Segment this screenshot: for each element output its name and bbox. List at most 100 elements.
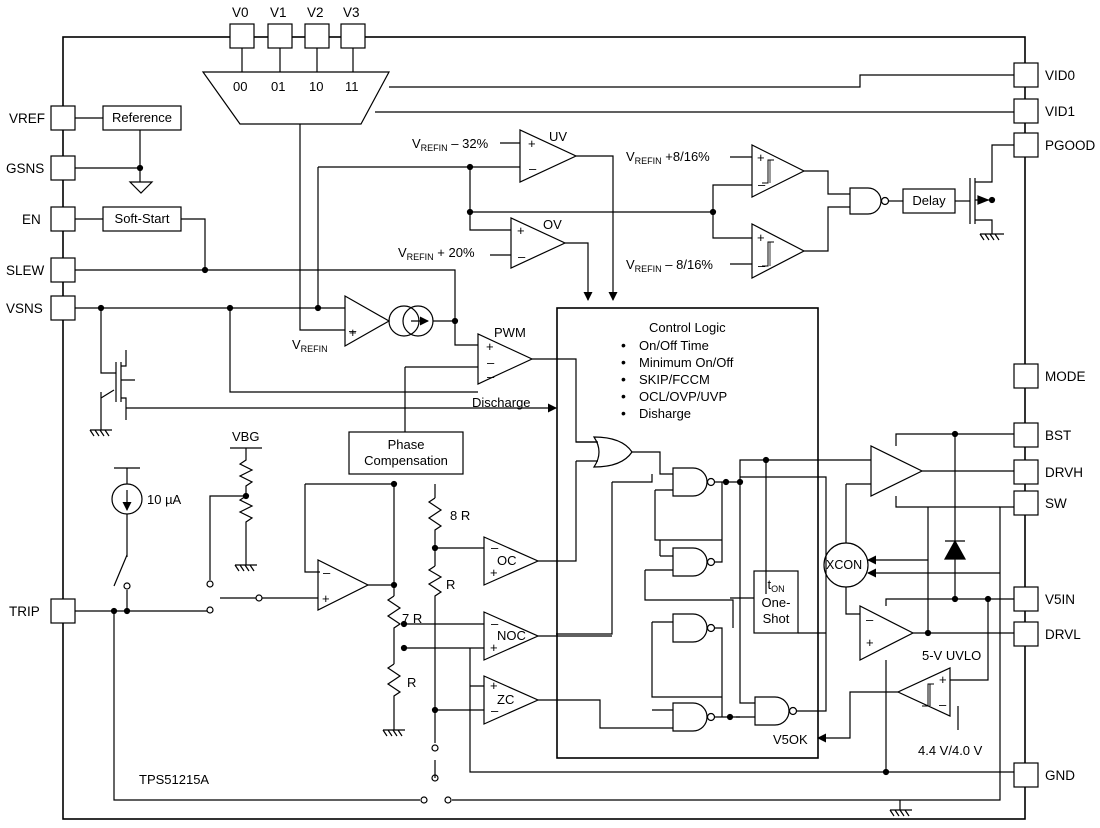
vrefin-v: V bbox=[292, 337, 301, 352]
pin-gsns-box bbox=[50, 155, 76, 181]
pin-slew-box bbox=[50, 257, 76, 283]
pg-hi-plus: + bbox=[757, 150, 765, 165]
pg-lo-minus: – bbox=[758, 258, 766, 273]
pin-bst-label: BST bbox=[1045, 428, 1072, 443]
pin-bst-box bbox=[1013, 422, 1039, 448]
noc-comparator bbox=[483, 611, 540, 661]
vrefin-sub: REFIN bbox=[634, 264, 662, 274]
ton-line1: tON bbox=[767, 577, 784, 595]
noc-plus: + bbox=[490, 640, 498, 655]
pin-pgood-label: PGOOD bbox=[1045, 138, 1096, 153]
zc-comparator bbox=[483, 675, 540, 725]
resistor-7r-label: 7 R bbox=[402, 611, 423, 626]
vrefin-v: V bbox=[626, 149, 635, 164]
zc-minus: – bbox=[491, 703, 499, 718]
pin-sw-box bbox=[1013, 490, 1039, 516]
oc-plus: + bbox=[490, 565, 498, 580]
resistor-r-label-2: R bbox=[407, 675, 417, 690]
mux-code-11: 11 bbox=[345, 79, 359, 94]
part-number-label: TPS51215A bbox=[139, 772, 210, 787]
pin-trip-box bbox=[50, 598, 76, 624]
ov-threshold-label: VREFIN + 20% bbox=[398, 246, 475, 262]
pin-v5in-label: V5IN bbox=[1045, 592, 1076, 607]
pin-vref-label: VREF bbox=[9, 111, 46, 126]
zc-plus: + bbox=[490, 678, 498, 693]
pin-vid1-label: VID1 bbox=[1045, 104, 1076, 119]
pin-trip-label: TRIP bbox=[9, 604, 40, 619]
uvlo-label: 5-V UVLO bbox=[922, 648, 982, 663]
ton-one-shot-label: tON One- Shot bbox=[754, 573, 798, 631]
uv-comparator bbox=[519, 129, 578, 183]
mux-code-01: 01 bbox=[271, 79, 286, 94]
pg-lo-threshold: – 8/16% bbox=[661, 257, 713, 272]
soft-start-block: Soft-Start bbox=[114, 210, 170, 226]
pin-slew-label: SLEW bbox=[6, 263, 45, 278]
resistor-r-label-1: R bbox=[446, 577, 456, 592]
ton-sub: ON bbox=[771, 583, 785, 594]
control-logic-item: Minimum On/Off bbox=[621, 355, 733, 369]
vid-mux bbox=[201, 71, 391, 125]
control-logic-item: Disharge bbox=[621, 406, 691, 420]
uv-label: UV bbox=[549, 129, 568, 144]
vrefin-v: V bbox=[412, 136, 421, 151]
pin-v1-box bbox=[267, 23, 293, 49]
ov-threshold: + 20% bbox=[433, 245, 475, 260]
ton-line3: Shot bbox=[762, 611, 790, 627]
phase-comp-line2: Compensation bbox=[364, 453, 448, 468]
ton-t: t bbox=[767, 576, 772, 592]
pin-gnd-label: GND bbox=[1045, 768, 1075, 783]
pwm-comparator bbox=[477, 333, 534, 385]
pwm-plus: + bbox=[486, 339, 494, 354]
pwm-minus-2: – bbox=[487, 369, 495, 384]
ov-comparator bbox=[510, 217, 567, 269]
pin-pgood-box bbox=[1013, 132, 1039, 158]
vrefin-sub: REFIN bbox=[406, 252, 434, 262]
trip-amp bbox=[317, 559, 370, 611]
resistor-8r-label: 8 R bbox=[450, 508, 471, 523]
gm-vrefin-label: VREFIN bbox=[292, 338, 328, 354]
pin-gnd-box bbox=[1013, 762, 1039, 788]
pin-gsns-label: GSNS bbox=[6, 161, 45, 176]
uv-minus: – bbox=[529, 161, 537, 176]
ov-minus: – bbox=[518, 249, 526, 264]
high-side-driver bbox=[870, 445, 924, 497]
pg-hi-comparator bbox=[751, 144, 806, 198]
mux-code-00: 00 bbox=[233, 79, 248, 94]
discharge-label: Discharge bbox=[472, 395, 531, 410]
oc-minus: – bbox=[491, 540, 499, 555]
xcon-label: XCON bbox=[826, 558, 863, 572]
uvlo-threshold-label: 4.4 V/4.0 V bbox=[918, 743, 983, 758]
oc-comparator bbox=[483, 536, 540, 586]
pg-lo-threshold-label: VREFIN – 8/16% bbox=[626, 258, 713, 274]
reference-block: Reference bbox=[112, 109, 172, 125]
pin-v1-label: V1 bbox=[270, 5, 287, 20]
gm-plus-sign: + bbox=[349, 325, 357, 340]
pg-nand bbox=[849, 187, 882, 215]
pin-vref-box bbox=[50, 105, 76, 131]
pin-drvh-box bbox=[1013, 459, 1039, 485]
delay-block: Delay bbox=[912, 192, 946, 208]
chip-outline bbox=[62, 36, 1026, 820]
pin-v3-box bbox=[340, 23, 366, 49]
uvlo-plus: + bbox=[939, 672, 947, 687]
pin-en-label: EN bbox=[22, 212, 41, 227]
ton-one-shot bbox=[753, 570, 799, 634]
phase-compensation-block: Phase Compensation bbox=[349, 432, 463, 474]
pin-vid1-box bbox=[1013, 98, 1039, 124]
pin-mode-label: MODE bbox=[1045, 369, 1086, 384]
vrefin-v: V bbox=[626, 257, 635, 272]
ton-line2: One- bbox=[761, 594, 791, 610]
pin-vsns-box bbox=[50, 295, 76, 321]
pin-mode-box bbox=[1013, 363, 1039, 389]
vrefin-sub: REFIN bbox=[420, 143, 448, 153]
gm-amp bbox=[344, 294, 391, 348]
control-logic-item: On/Off Time bbox=[621, 338, 709, 352]
pwm-minus-1: – bbox=[487, 355, 495, 370]
uv-threshold-label: VREFIN – 32% bbox=[412, 137, 488, 153]
mux-code-10: 10 bbox=[309, 79, 324, 94]
vbg-label: VBG bbox=[232, 429, 260, 444]
pg-hi-minus: – bbox=[758, 177, 766, 192]
gm-minus: – bbox=[349, 323, 357, 338]
vrefin-sub: REFIN bbox=[300, 344, 328, 354]
control-logic-item: SKIP/FCCM bbox=[621, 372, 710, 386]
